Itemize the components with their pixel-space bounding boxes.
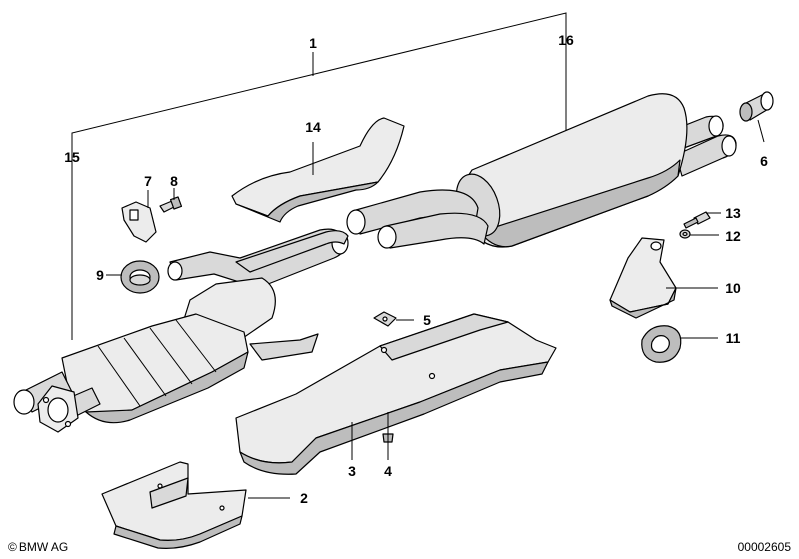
callout-4: 4 [384,463,392,479]
callout-3: 3 [348,463,356,479]
protection-plate [101,461,247,549]
hex-bolt [683,211,711,229]
callout-13: 13 [725,205,741,221]
callout-2: 2 [300,490,308,506]
washer [679,229,691,239]
footer: ©BMW AG 00002605 [8,540,791,554]
hanger-bracket [609,237,677,319]
callout-9: 9 [96,267,104,283]
leader-6 [757,119,765,143]
rubber-ring [641,325,682,363]
copyright-owner: BMW AG [19,540,68,554]
callout-5: 5 [423,312,431,328]
callout-7: 7 [144,173,152,189]
rubber-mounting-ring [120,260,160,294]
callout-11: 11 [726,330,741,346]
rear-silencer [346,93,737,249]
callout-12: 12 [725,228,741,244]
heat-shield-upper [231,117,405,223]
copyright-text: ©BMW AG [8,540,68,554]
copyright-symbol: © [8,540,17,554]
callout-labels: 1 16 15 14 6 7 8 9 13 12 10 11 5 3 4 2 [64,32,768,506]
callout-10: 10 [725,280,741,296]
leader-lines [106,119,765,499]
callout-15: 15 [64,149,80,165]
speed-nut-clip [373,311,397,327]
callout-1: 1 [309,35,317,51]
callout-8: 8 [170,173,178,189]
callout-14: 14 [305,119,321,135]
screw-m8 [159,196,183,213]
sleeve-clamp [739,91,774,122]
front-pipe-catalytic-converter [13,228,349,433]
callout-16: 16 [558,32,574,48]
exhaust-bracket [121,201,157,243]
assembly-bracket [71,12,567,340]
heat-shield-lower [235,313,557,475]
callout-6: 6 [760,153,768,169]
diagram-number: 00002605 [738,540,792,554]
